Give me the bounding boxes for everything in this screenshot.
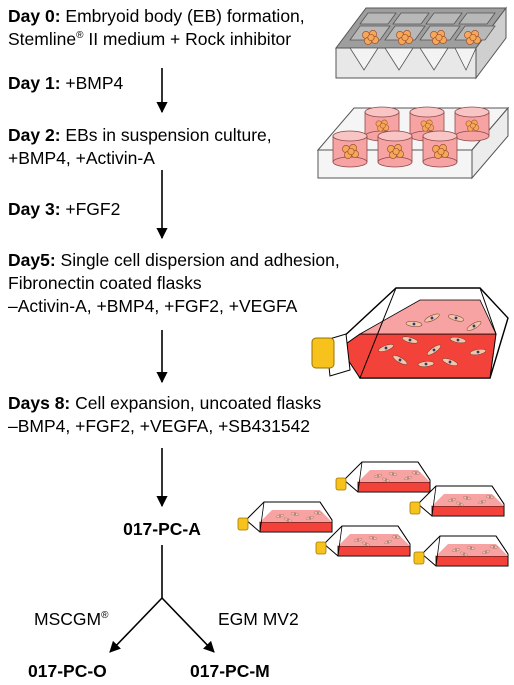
step-day1-line1: +BMP4 xyxy=(60,73,124,93)
small-flask-5 xyxy=(414,536,508,566)
registered-mark: ® xyxy=(76,30,84,42)
step-day1-label: Day 1: xyxy=(8,73,61,93)
step-day0-label: Day 0: xyxy=(8,6,61,26)
step-day0-line2a: Stemline xyxy=(8,29,77,49)
small-flasks-illustration xyxy=(238,462,508,566)
step-day0: Day 0: Embryoid body (EB) formation, Ste… xyxy=(8,5,305,51)
step-day2: Day 2: EBs in suspension culture, +BMP4,… xyxy=(8,124,272,170)
eb-tray-illustration xyxy=(335,6,507,80)
step-day0-line1: Embryoid body (EB) formation, xyxy=(60,6,305,26)
large-flask-illustration xyxy=(311,287,509,379)
step-day5-line3: –Activin-A, +BMP4, +FGF2, +VEGFA xyxy=(8,296,298,316)
step-day5-label: Day5: xyxy=(8,250,56,270)
step-day0-line2b: II medium + Rock inhibitor xyxy=(83,29,292,49)
step-day8: Days 8: Cell expansion, uncoated flasks … xyxy=(8,392,321,438)
small-flask-1 xyxy=(238,502,332,532)
branch-right-label-text: EGM MV2 xyxy=(218,609,299,629)
branch-right-label: EGM MV2 xyxy=(218,608,299,631)
node-017-pc-a-label: 017-PC-A xyxy=(123,519,201,539)
step-day8-line2: –BMP4, +FGF2, +VEGFA, +SB431542 xyxy=(8,416,311,436)
step-day3-line1: +FGF2 xyxy=(60,199,121,219)
step-day2-label: Day 2: xyxy=(8,125,61,145)
step-day8-line1: Cell expansion, uncoated flasks xyxy=(70,393,322,413)
branch-left-label: MSCGM® xyxy=(34,608,108,631)
step-day5-line1: Single cell dispersion and adhesion, xyxy=(55,250,340,270)
node-017-pc-a: 017-PC-A xyxy=(112,518,212,541)
step-day2-line2: +BMP4, +Activin-A xyxy=(8,148,155,168)
node-017-pc-o-label: 017-PC-O xyxy=(28,661,107,681)
small-flask-2 xyxy=(336,462,430,492)
node-017-pc-o: 017-PC-O xyxy=(28,660,107,683)
node-017-pc-m: 017-PC-M xyxy=(190,660,270,683)
step-day3: Day 3: +FGF2 xyxy=(8,198,120,221)
suspension-plate-illustration xyxy=(316,106,510,180)
node-017-pc-m-label: 017-PC-M xyxy=(190,661,270,681)
arrow-fork-pco xyxy=(109,597,163,653)
branch-left-label-text: MSCGM xyxy=(34,609,102,629)
branch-left-registered: ® xyxy=(101,610,109,622)
arrow-fork-pcm xyxy=(161,597,215,653)
step-day2-line1: EBs in suspension culture, xyxy=(60,125,272,145)
step-day8-label: Days 8: xyxy=(8,393,71,413)
step-day3-label: Day 3: xyxy=(8,199,61,219)
step-day5: Day5: Single cell dispersion and adhesio… xyxy=(8,249,340,318)
step-day1: Day 1: +BMP4 xyxy=(8,72,123,95)
step-day5-line2: Fibronectin coated flasks xyxy=(8,273,202,293)
